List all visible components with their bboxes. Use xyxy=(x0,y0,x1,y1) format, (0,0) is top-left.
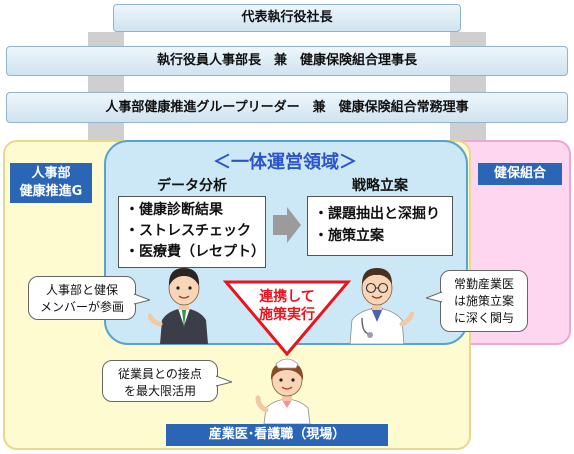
connector xyxy=(450,123,486,141)
connector xyxy=(88,32,124,46)
bubble-tail xyxy=(216,375,232,387)
analysis-item: ・健康診断結果 xyxy=(125,202,223,218)
occupational-health-label: 産業医･看護職（現場） xyxy=(166,424,388,446)
bubble-line: は施策立案 xyxy=(453,294,514,308)
analysis-box: ・健康診断結果 ・ストレスチェック ・医療費（レセプト） xyxy=(118,196,266,268)
connector xyxy=(88,123,124,141)
bubble-line: メンバーが参画 xyxy=(39,300,124,314)
strategy-box: ・課題抽出と深掘り ・施策立案 xyxy=(307,196,453,256)
ceo-box: 代表執行役社長 xyxy=(113,4,461,32)
strategy-item: ・施策立案 xyxy=(314,228,384,244)
connector xyxy=(450,76,486,92)
nurse-illustration xyxy=(255,358,311,424)
hr-staff-illustration xyxy=(148,268,208,344)
collab-line: 施策実行 xyxy=(259,307,315,323)
bubble-line: 従業員との接点 xyxy=(118,367,202,381)
connector xyxy=(450,32,486,46)
joint-region-title: ＜一体運営領域＞ xyxy=(213,152,357,173)
hr-health-group-label: 人事部 健康推進G xyxy=(10,163,92,203)
bubble-tail xyxy=(134,293,150,305)
hr-member-bubble: 人事部と健保 メンバーが参画 xyxy=(28,276,136,320)
nurse-bubble: 従業員との接点 を最大限活用 xyxy=(102,360,218,402)
kenpo-label: 健保組合 xyxy=(478,163,562,185)
bubble-line: に深く関与 xyxy=(453,311,514,325)
collab-line: 連携して xyxy=(259,289,315,305)
strategy-item: ・課題抽出と深掘り xyxy=(314,206,440,222)
collaboration-label: 連携して 施策実行 xyxy=(247,288,327,328)
doctor-bubble: 常勤産業医 は施策立案 に深く関与 xyxy=(440,270,528,332)
analysis-heading: データ分析 xyxy=(157,178,227,194)
group-leader-box: 人事部健康推進グループリーダー 兼 健康保険組合常務理事 xyxy=(6,92,568,123)
analysis-item: ・医療費（レセプト） xyxy=(125,244,265,260)
collaboration-triangle xyxy=(222,280,352,357)
arrow-right-icon xyxy=(273,207,301,243)
bubble-line: 常勤産業医 xyxy=(453,277,514,291)
hr-label-line: 健康推進G xyxy=(19,184,83,199)
strategy-heading: 戦略立案 xyxy=(352,178,408,194)
bubble-line: 人事部と健保 xyxy=(45,283,118,297)
hr-label-line: 人事部 xyxy=(31,166,71,181)
doctor-illustration xyxy=(349,268,414,344)
analysis-item: ・ストレスチェック xyxy=(125,223,251,239)
bubble-tail xyxy=(426,291,442,303)
hr-director-box: 執行役員人事部長 兼 健康保険組合理事長 xyxy=(6,46,568,76)
connector xyxy=(88,76,124,92)
bubble-line: を最大限活用 xyxy=(123,384,196,398)
